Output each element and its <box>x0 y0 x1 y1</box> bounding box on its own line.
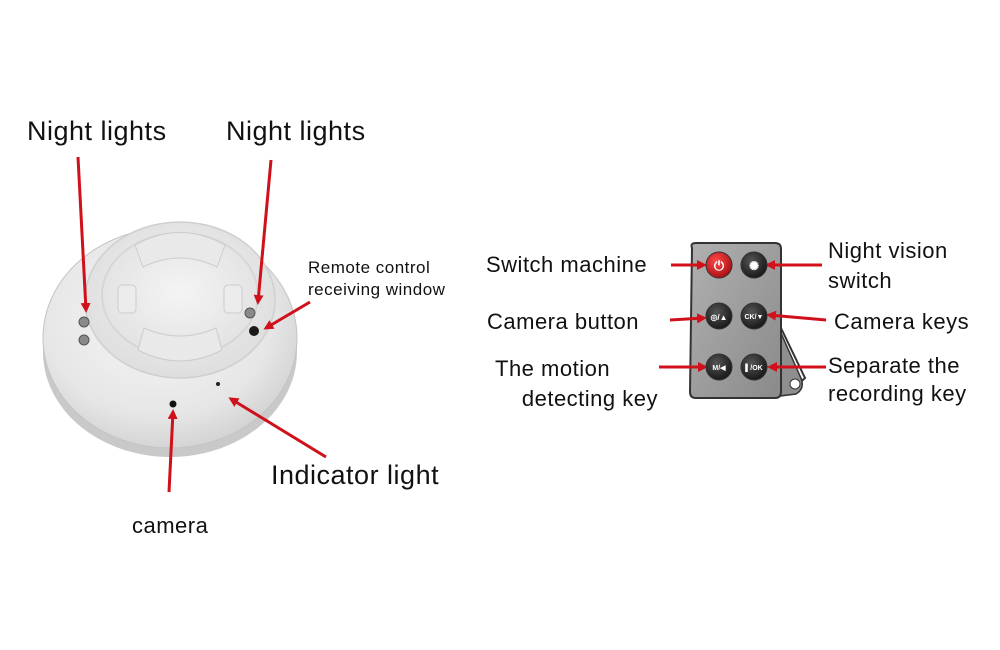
label-motion-line2: detecting key <box>521 386 658 411</box>
remote-receiver-window <box>249 326 259 336</box>
detector-arrows <box>76 156 327 493</box>
label-motion-key: The motion detecting key <box>495 354 658 414</box>
record-icon: ▌/OK <box>745 363 762 373</box>
camera-lens <box>169 400 177 408</box>
label-motion-line1: The motion <box>495 356 611 381</box>
label-remote-window-line2: receiving window <box>308 280 446 299</box>
night-vision-icon: ✺ <box>749 259 759 273</box>
label-separate-line2: recording key <box>828 381 967 406</box>
smoke-detector <box>42 221 298 457</box>
label-night-vision-switch: Night vision switch <box>828 236 948 296</box>
camera-keys-button: CK/▼ <box>740 302 768 330</box>
label-remote-window-line1: Remote control <box>308 258 431 277</box>
motion-button: M/◀ <box>705 353 733 381</box>
label-indicator-light: Indicator light <box>271 460 440 490</box>
power-icon: ⏻ <box>714 258 725 273</box>
indicator-led <box>216 382 220 386</box>
power-button: ⏻ <box>705 251 733 279</box>
label-night-vision-line2: switch <box>828 268 893 293</box>
label-switch-machine: Switch machine <box>486 252 648 277</box>
label-camera-keys: Camera keys <box>834 309 970 334</box>
label-night-lights-left: Night lights <box>27 116 167 146</box>
night-lights-left-leds <box>78 316 90 346</box>
record-button: ▌/OK <box>740 353 768 381</box>
motion-icon: M/◀ <box>712 365 726 372</box>
camera-button: ◎/▲ <box>705 302 733 330</box>
night-vision-button: ✺ <box>740 251 768 279</box>
camera-keys-icon: CK/▼ <box>745 314 764 321</box>
label-camera: camera <box>132 513 209 538</box>
remote-arrows <box>659 260 827 372</box>
label-night-lights-right: Night lights <box>226 116 366 146</box>
label-remote-window: Remote control receiving window <box>308 257 445 301</box>
label-separate-recording-key: Separate the recording key <box>828 352 967 408</box>
night-lights-right-leds <box>244 307 256 319</box>
remote-buttons: ⏻ ✺ ◎/▲ CK/▼ M/◀ ▌/OK <box>705 251 768 381</box>
label-night-vision-line1: Night vision <box>828 238 948 263</box>
camera-icon: ◎/▲ <box>710 313 727 322</box>
label-separate-line1: Separate the <box>828 353 960 378</box>
label-camera-button: Camera button <box>487 309 640 334</box>
